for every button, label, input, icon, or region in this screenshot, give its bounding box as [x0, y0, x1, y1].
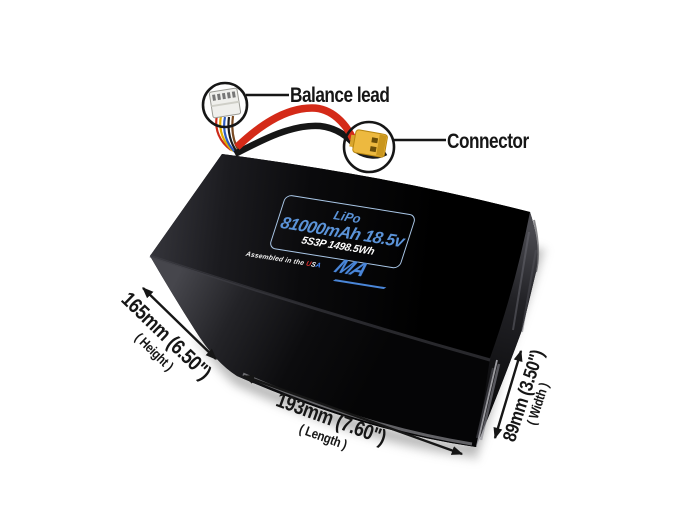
battery-top-face: [150, 154, 530, 360]
connector-label: Connector: [447, 130, 529, 153]
connector-callout-circle: [342, 120, 396, 174]
brand-logo: MA: [329, 256, 373, 281]
balance-callout-circle: [201, 81, 249, 129]
xt60-connector: [349, 129, 388, 158]
balance-lead-wires: [215, 114, 240, 153]
height-arrow: [142, 287, 217, 360]
callout-annotations: [201, 81, 446, 174]
dimension-arrows: [142, 287, 523, 456]
width-arrow: [493, 349, 523, 440]
battery: [149, 154, 540, 447]
balance-lead-connector: [208, 87, 242, 119]
length-arrow: [242, 374, 464, 456]
balance-lead-label: Balance lead: [290, 84, 390, 107]
